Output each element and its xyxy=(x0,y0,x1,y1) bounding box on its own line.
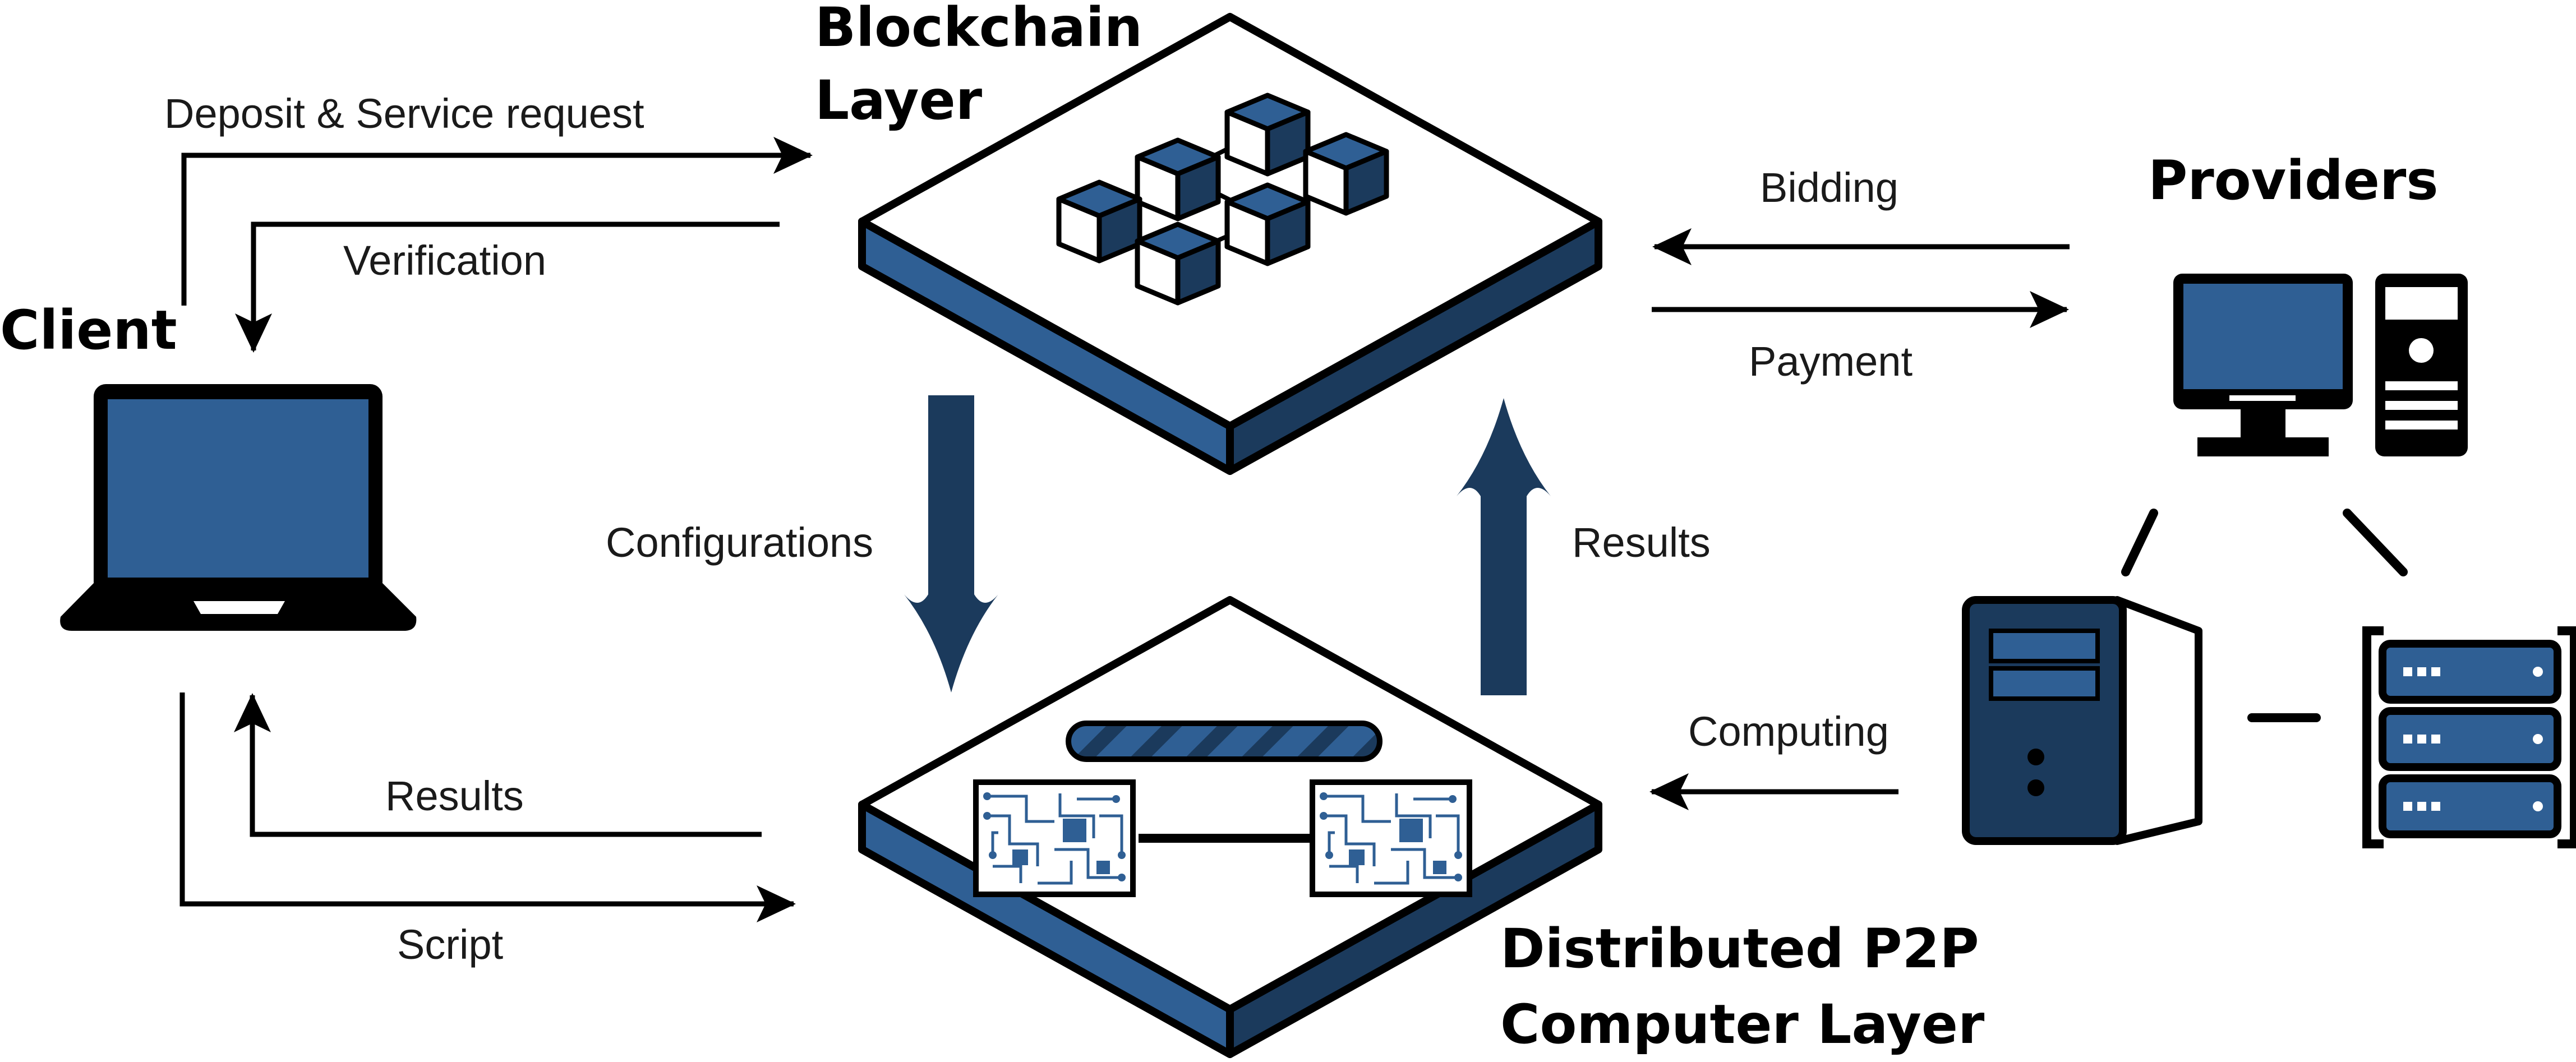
blockchain-title-line2: Layer xyxy=(815,69,983,132)
script-label: Script xyxy=(397,921,504,968)
computing-label: Computing xyxy=(1688,708,1889,755)
results-up-arrow xyxy=(1457,398,1551,695)
p2p-platform xyxy=(858,596,1602,1058)
laptop-icon xyxy=(60,384,417,631)
payment-label: Payment xyxy=(1749,338,1913,385)
deposit-arrow xyxy=(181,137,813,306)
verification-arrow xyxy=(235,221,780,353)
results-client-arrow xyxy=(234,693,762,837)
p2p-title-line1: Distributed P2P xyxy=(1500,917,1979,980)
desktop-computer-icon xyxy=(2173,274,2468,456)
blockchain-title-line1: Blockchain xyxy=(815,0,1142,59)
verification-label: Verification xyxy=(343,237,546,284)
circuit-board-icon xyxy=(976,721,1469,894)
bidding-label: Bidding xyxy=(1760,164,1898,211)
script-arrow xyxy=(179,692,796,922)
tower-server-icon xyxy=(1962,596,2202,845)
results-up-label: Results xyxy=(1572,519,1711,566)
deposit-label: Deposit & Service request xyxy=(164,90,644,137)
provider-links xyxy=(2121,509,2408,722)
configurations-arrow xyxy=(904,395,998,692)
results-client-label: Results xyxy=(385,773,524,819)
cube-network-icon xyxy=(1059,95,1386,303)
configurations-label: Configurations xyxy=(606,519,873,566)
rack-server-icon xyxy=(2362,626,2576,848)
providers-title: Providers xyxy=(2148,149,2438,212)
p2p-title-line2: Computer Layer xyxy=(1500,993,1985,1056)
client-title: Client xyxy=(0,299,177,362)
